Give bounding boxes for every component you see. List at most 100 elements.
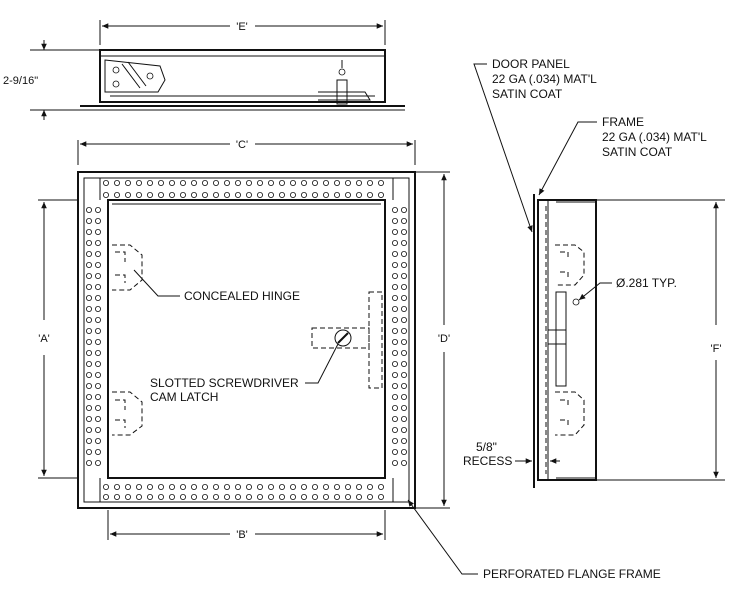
perforation-hole xyxy=(245,179,252,186)
perforation-hole xyxy=(135,191,142,198)
perforation-hole xyxy=(333,179,340,186)
perforation-hole xyxy=(212,191,219,198)
perforation-hole xyxy=(95,327,102,334)
perforation-hole xyxy=(86,426,93,433)
perforation-hole xyxy=(201,179,208,186)
perforation-hole xyxy=(135,483,142,490)
hinge-side-view xyxy=(104,59,166,93)
frame-side xyxy=(537,199,597,481)
perforation-hole xyxy=(400,294,407,301)
concealed-hinge-bottom xyxy=(112,391,143,436)
flange-holes xyxy=(86,179,407,500)
perforation-hole xyxy=(300,179,307,186)
perforation-hole xyxy=(95,239,102,246)
perforation-hole xyxy=(245,493,252,500)
perforation-hole xyxy=(95,338,102,345)
door-panel-line-3: SATIN COAT xyxy=(492,87,563,101)
perforation-hole xyxy=(333,493,340,500)
perforation-hole xyxy=(168,191,175,198)
perforation-hole xyxy=(146,191,153,198)
perforation-hole xyxy=(377,191,384,198)
perforation-hole xyxy=(95,217,102,224)
perforation-hole xyxy=(355,493,362,500)
perforation-hole xyxy=(344,493,351,500)
callout-concealed-hinge: CONCEALED HINGE xyxy=(133,269,300,303)
perforation-hole xyxy=(125,483,132,490)
perforation-hole xyxy=(391,327,398,334)
perforation-hole xyxy=(355,191,362,198)
perforation-hole xyxy=(391,272,398,279)
perforation-hole xyxy=(391,459,398,466)
perforation-hole xyxy=(234,179,241,186)
dim-d-label: 'D' xyxy=(438,333,450,345)
perforation-hole xyxy=(300,191,307,198)
perforation-hole xyxy=(95,349,102,356)
perforation-hole xyxy=(391,404,398,411)
perforation-hole xyxy=(278,191,285,198)
perforation-hole xyxy=(95,294,102,301)
perforation-hole xyxy=(86,349,93,356)
perforation-hole xyxy=(322,483,329,490)
perforation-hole xyxy=(95,228,102,235)
perforation-hole xyxy=(289,191,296,198)
door-panel-front xyxy=(107,199,386,479)
perforation-hole xyxy=(223,493,230,500)
perforation-hole xyxy=(344,483,351,490)
perforation-hole xyxy=(179,483,186,490)
perforation-hole xyxy=(400,250,407,257)
recess-line-2: RECESS xyxy=(463,454,512,468)
perforation-hole xyxy=(95,459,102,466)
perforation-hole xyxy=(391,382,398,389)
perforation-hole xyxy=(95,393,102,400)
perforation-hole xyxy=(95,283,102,290)
recess-line-1: 5/8" xyxy=(476,440,497,454)
perforation-hole xyxy=(391,415,398,422)
perforation-hole xyxy=(190,493,197,500)
perforation-hole xyxy=(95,206,102,213)
perforation-hole xyxy=(86,415,93,422)
perforation-hole xyxy=(103,483,110,490)
perforation-hole xyxy=(95,305,102,312)
perforation-hole xyxy=(391,206,398,213)
perforation-hole xyxy=(267,179,274,186)
perforation-hole xyxy=(391,250,398,257)
perforation-hole xyxy=(168,493,175,500)
perforation-hole xyxy=(86,250,93,257)
perforation-hole xyxy=(212,179,219,186)
perforation-hole xyxy=(201,483,208,490)
perforation-hole xyxy=(391,448,398,455)
perforation-hole xyxy=(366,191,373,198)
cam-latch-front xyxy=(311,291,383,389)
perforation-hole xyxy=(86,228,93,235)
perforation-hole xyxy=(86,404,93,411)
perforation-hole xyxy=(400,316,407,323)
perforation-hole xyxy=(86,294,93,301)
perforation-hole xyxy=(223,191,230,198)
perforation-hole xyxy=(344,191,351,198)
perforation-hole xyxy=(377,483,384,490)
perforation-hole xyxy=(190,179,197,186)
perforation-hole xyxy=(234,493,241,500)
perforation-hole xyxy=(391,294,398,301)
perforation-hole xyxy=(179,191,186,198)
perforation-hole xyxy=(311,493,318,500)
dim-height-label: 2-9/16" xyxy=(3,75,38,87)
perforation-hole xyxy=(95,261,102,268)
perforation-hole xyxy=(234,483,241,490)
perforation-hole xyxy=(355,179,362,186)
perforation-hole xyxy=(168,483,175,490)
perforation-hole xyxy=(400,404,407,411)
perforation-hole xyxy=(400,415,407,422)
perforation-hole xyxy=(377,179,384,186)
perforation-hole xyxy=(391,316,398,323)
perforation-hole xyxy=(190,483,197,490)
perforation-hole xyxy=(278,483,285,490)
frame-line-3: SATIN COAT xyxy=(602,145,673,159)
perforation-hole xyxy=(201,191,208,198)
perforation-hole xyxy=(157,179,164,186)
dim-f-label: 'F' xyxy=(711,343,722,355)
perforation-hole xyxy=(245,483,252,490)
perforation-hole xyxy=(278,179,285,186)
perforation-hole xyxy=(322,191,329,198)
perforation-hole xyxy=(86,305,93,312)
